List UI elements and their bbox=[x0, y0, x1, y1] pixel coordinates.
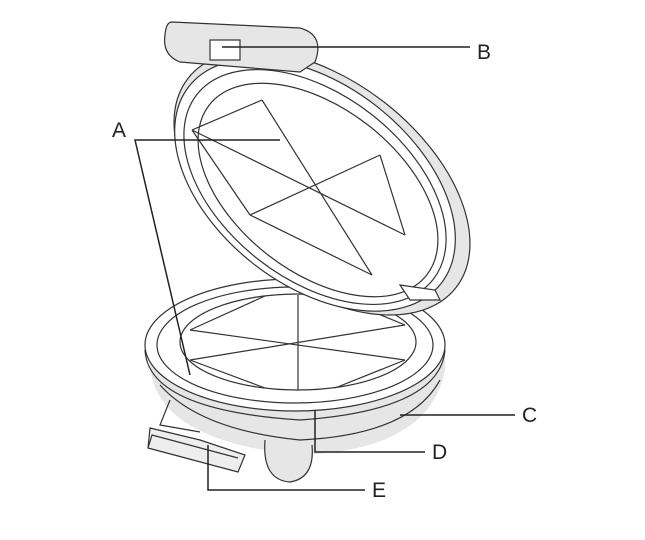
lid-plate-dividers bbox=[191, 99, 406, 276]
leader-a bbox=[134, 139, 280, 376]
latch-handle bbox=[147, 399, 246, 473]
label-e: E bbox=[372, 479, 387, 502]
hinge bbox=[398, 284, 441, 301]
label-a: A bbox=[112, 119, 127, 142]
leader-d bbox=[314, 410, 425, 453]
label-c: C bbox=[522, 404, 538, 427]
label-b: B bbox=[477, 41, 492, 64]
leader-e bbox=[207, 445, 365, 491]
leader-lines bbox=[134, 46, 515, 491]
label-d: D bbox=[432, 441, 448, 464]
